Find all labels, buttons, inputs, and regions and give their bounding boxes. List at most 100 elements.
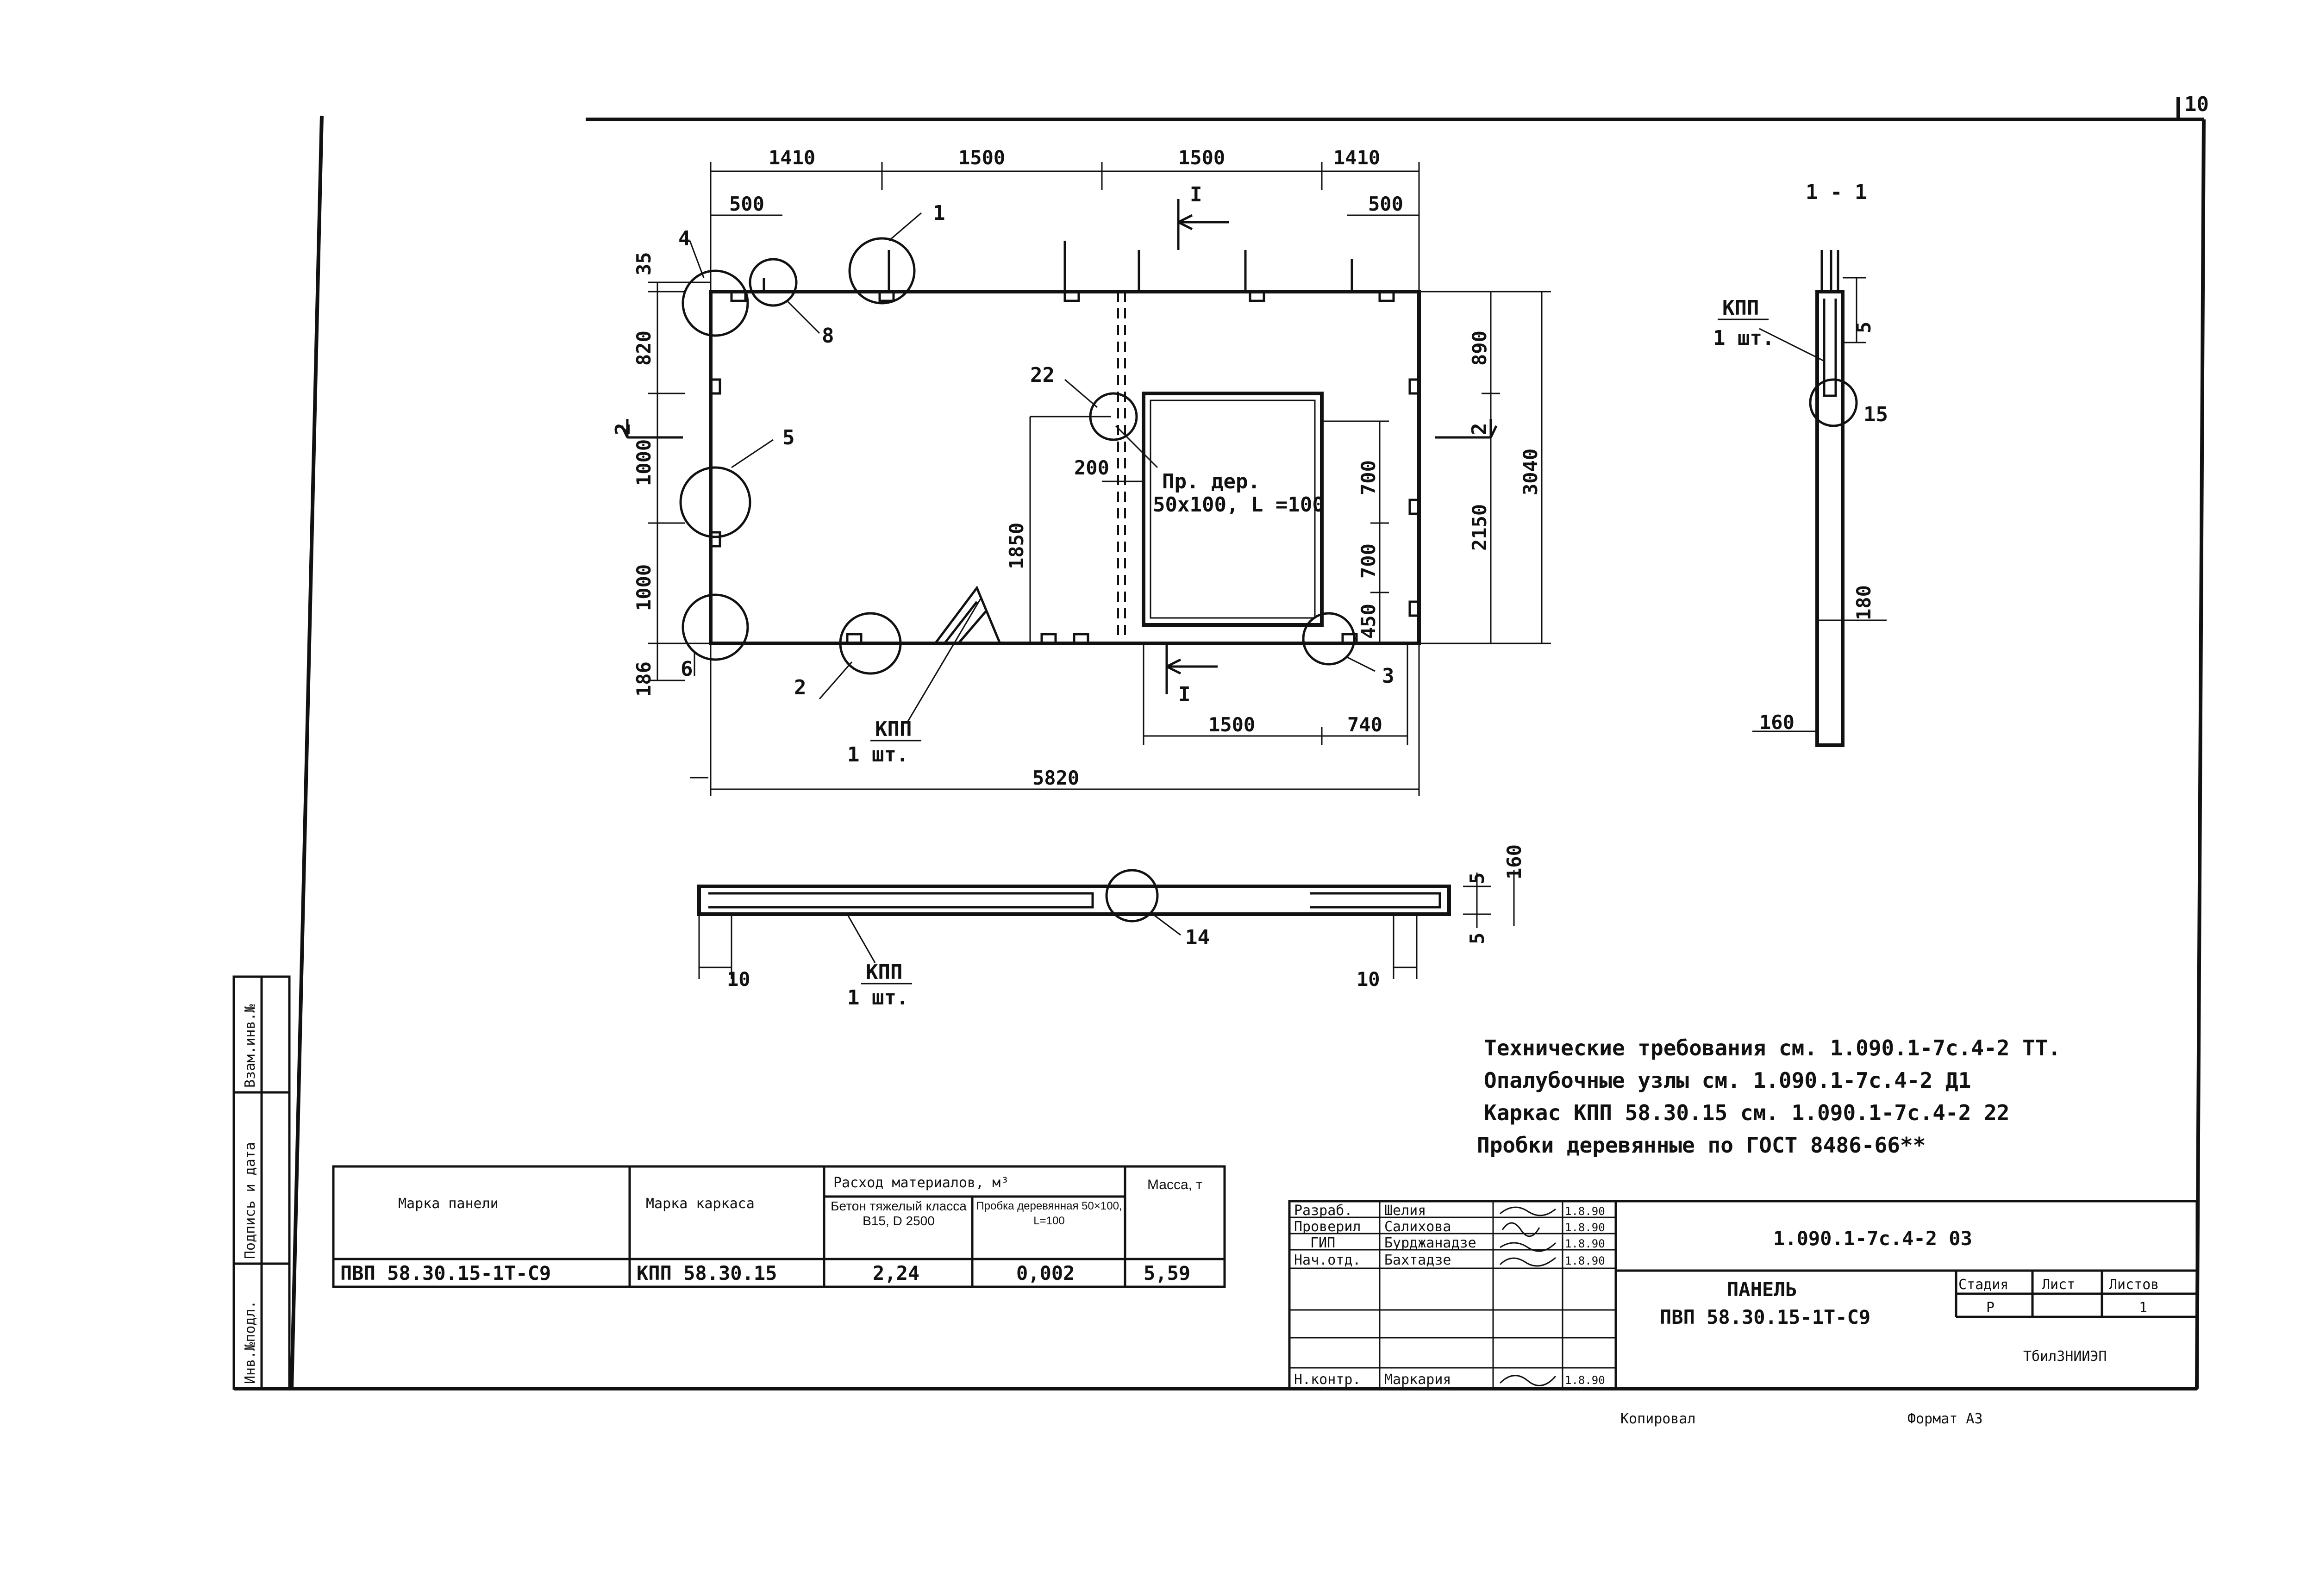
section-cavities — [708, 892, 1441, 909]
strip-replace-inv: Взам.инв.№ — [242, 1004, 258, 1088]
dim-bottom-1500: 1500 — [1208, 713, 1255, 736]
strip-inv-no: Инв.№подл. — [242, 1300, 258, 1384]
doc-code: 1.090.1-7с.4-2 03 — [1773, 1227, 1972, 1250]
dim-top-3: 1500 — [1178, 146, 1225, 169]
footer-copied: Копировал — [1620, 1411, 1696, 1427]
technical-notes: Технические требования см. 1.090.1-7с.4-… — [1477, 1035, 2061, 1158]
plan-dimension-lines — [648, 162, 1551, 796]
section-mark-2-left: 2 — [611, 423, 635, 436]
sheet-header: Лист — [2042, 1277, 2075, 1293]
organization: ТбилЗНИИЭП — [2023, 1348, 2107, 1365]
section-kpp-qty: 1 шт. — [847, 986, 908, 1010]
door-opening-inner — [1150, 399, 1316, 619]
sheets-value: 1 — [2139, 1300, 2147, 1316]
note-4: Пробки деревянные по ГОСТ 8486-66** — [1477, 1133, 1926, 1158]
th-panel-mark: Марка панели — [398, 1196, 499, 1212]
td-concrete: 2,24 — [873, 1262, 919, 1284]
door-opening — [1142, 392, 1324, 627]
callout-5: 5 — [782, 426, 795, 449]
node-circle-5 — [679, 466, 751, 538]
callout-14: 14 — [1185, 926, 1210, 949]
name-norm-control: Маркария — [1384, 1372, 1451, 1388]
th-frame-mark: Марка каркаса — [646, 1196, 755, 1212]
td-mass: 5,59 — [1144, 1262, 1190, 1284]
materials-table: Марка панели Марка каркаса Расход матери… — [332, 1165, 1226, 1288]
callout-3: 3 — [1382, 664, 1394, 688]
product-name-line2: ПВП 58.30.15-1Т-С9 — [1660, 1306, 1870, 1328]
section-mark-1-bottom: I — [1178, 683, 1191, 706]
section-1-1-kpp-qty: 1 шт. — [1713, 326, 1774, 350]
node-circle-15 — [1809, 378, 1858, 427]
dim-bottom-740: 740 — [1347, 713, 1382, 736]
node-circle-2 — [839, 612, 902, 675]
section-dim-5-top: 5 — [1466, 873, 1488, 884]
dim-500-left: 500 — [729, 193, 764, 215]
panel-plan-view — [620, 199, 1498, 723]
dim-200: 200 — [1074, 456, 1109, 479]
role-norm-control: Н.контр. — [1294, 1372, 1361, 1388]
node-circle-4 — [682, 269, 749, 337]
dim-left-1000b: 1000 — [632, 564, 655, 611]
date-gip: 1.8.90 — [1565, 1237, 1605, 1250]
dim-right-890: 890 — [1468, 330, 1491, 366]
signatures — [1499, 1206, 1557, 1386]
plan-kpp-label: КПП — [875, 717, 912, 741]
section-1-1-leaders — [1752, 277, 1887, 745]
section-dim-160: 160 — [1503, 844, 1526, 879]
strip-sign-date: Подпись и дата — [242, 1142, 258, 1259]
wood-plug-note-line1: Пр. дер. — [1162, 470, 1260, 493]
name-gip: Бурджанадзе — [1384, 1235, 1476, 1251]
dim-door-450: 450 — [1357, 604, 1380, 639]
top-notches — [730, 292, 1395, 302]
dim-right-2150: 2150 — [1468, 504, 1491, 551]
callout-22: 22 — [1030, 363, 1055, 387]
section-mark-2-right: 2 — [1468, 423, 1491, 436]
node-circle-1 — [848, 237, 916, 305]
sheet-number: 10 — [2184, 93, 2209, 116]
footer-format: Формат А3 — [1907, 1411, 1983, 1427]
dim-right-3040: 3040 — [1519, 449, 1542, 495]
title-block: Разраб. Шелия 1.8.90 Проверил Салихова 1… — [1288, 1200, 2198, 1390]
note-3: Каркас КПП 58.30.15 см. 1.090.1-7с.4-2 2… — [1484, 1100, 2009, 1125]
dim-top-4: 1410 — [1333, 146, 1380, 169]
note-1: Технические требования см. 1.090.1-7с.4-… — [1484, 1035, 2061, 1060]
callout-6: 6 — [681, 657, 693, 681]
hatched-wedge — [934, 586, 1001, 644]
role-checker: Проверил — [1294, 1219, 1361, 1235]
callout-2: 2 — [794, 676, 807, 699]
panel-outline — [709, 290, 1421, 645]
section-arrow-top — [1177, 199, 1229, 250]
callout-leaders — [689, 212, 1376, 723]
product-name-line1: ПАНЕЛЬ — [1727, 1278, 1797, 1301]
dim-door-700b: 700 — [1357, 543, 1380, 579]
node-circle-3 — [1302, 612, 1356, 666]
section-1-1: 1 - 1 5 180 160 КПП 1 шт. 15 — [1713, 181, 1888, 747]
section-arrow-left — [620, 419, 683, 439]
node-circle-8 — [749, 258, 798, 307]
section-slab — [697, 885, 1451, 916]
section-1-1-dim-180: 180 — [1852, 585, 1875, 620]
dim-door-700a: 700 — [1357, 460, 1380, 495]
callout-1: 1 — [933, 201, 945, 225]
plan-kpp-qty: 1 шт. — [847, 743, 908, 767]
side-notches — [711, 378, 1419, 617]
dim-left-35: 35 — [632, 252, 655, 275]
dim-1850: 1850 — [1005, 523, 1028, 569]
dim-left-186: 186 — [632, 661, 655, 697]
td-panel-mark: ПВП 58.30.15-1Т-С9 — [340, 1262, 551, 1284]
dim-overall-5820: 5820 — [1032, 767, 1079, 789]
name-developer: Шелия — [1384, 1203, 1426, 1219]
th-wood-plug: Пробка деревянная 50×100, L=100 — [976, 1200, 1122, 1227]
callout-15: 15 — [1863, 403, 1888, 426]
date-norm-control: 1.8.90 — [1565, 1374, 1605, 1387]
dim-top-2: 1500 — [958, 146, 1005, 169]
name-dept-head: Бахтадзе — [1384, 1252, 1451, 1268]
callout-8: 8 — [822, 324, 834, 348]
side-strip: Инв.№подл. Подпись и дата Взам.инв.№ — [232, 975, 291, 1390]
note-2: Опалубочные узлы см. 1.090.1-7с.4-2 Д1 — [1484, 1068, 1971, 1093]
date-dept-head: 1.8.90 — [1565, 1254, 1605, 1267]
dim-500-right: 500 — [1368, 193, 1403, 215]
th-consumption: Расход материалов, м³ — [833, 1175, 1009, 1191]
role-gip: ГИП — [1310, 1235, 1335, 1251]
